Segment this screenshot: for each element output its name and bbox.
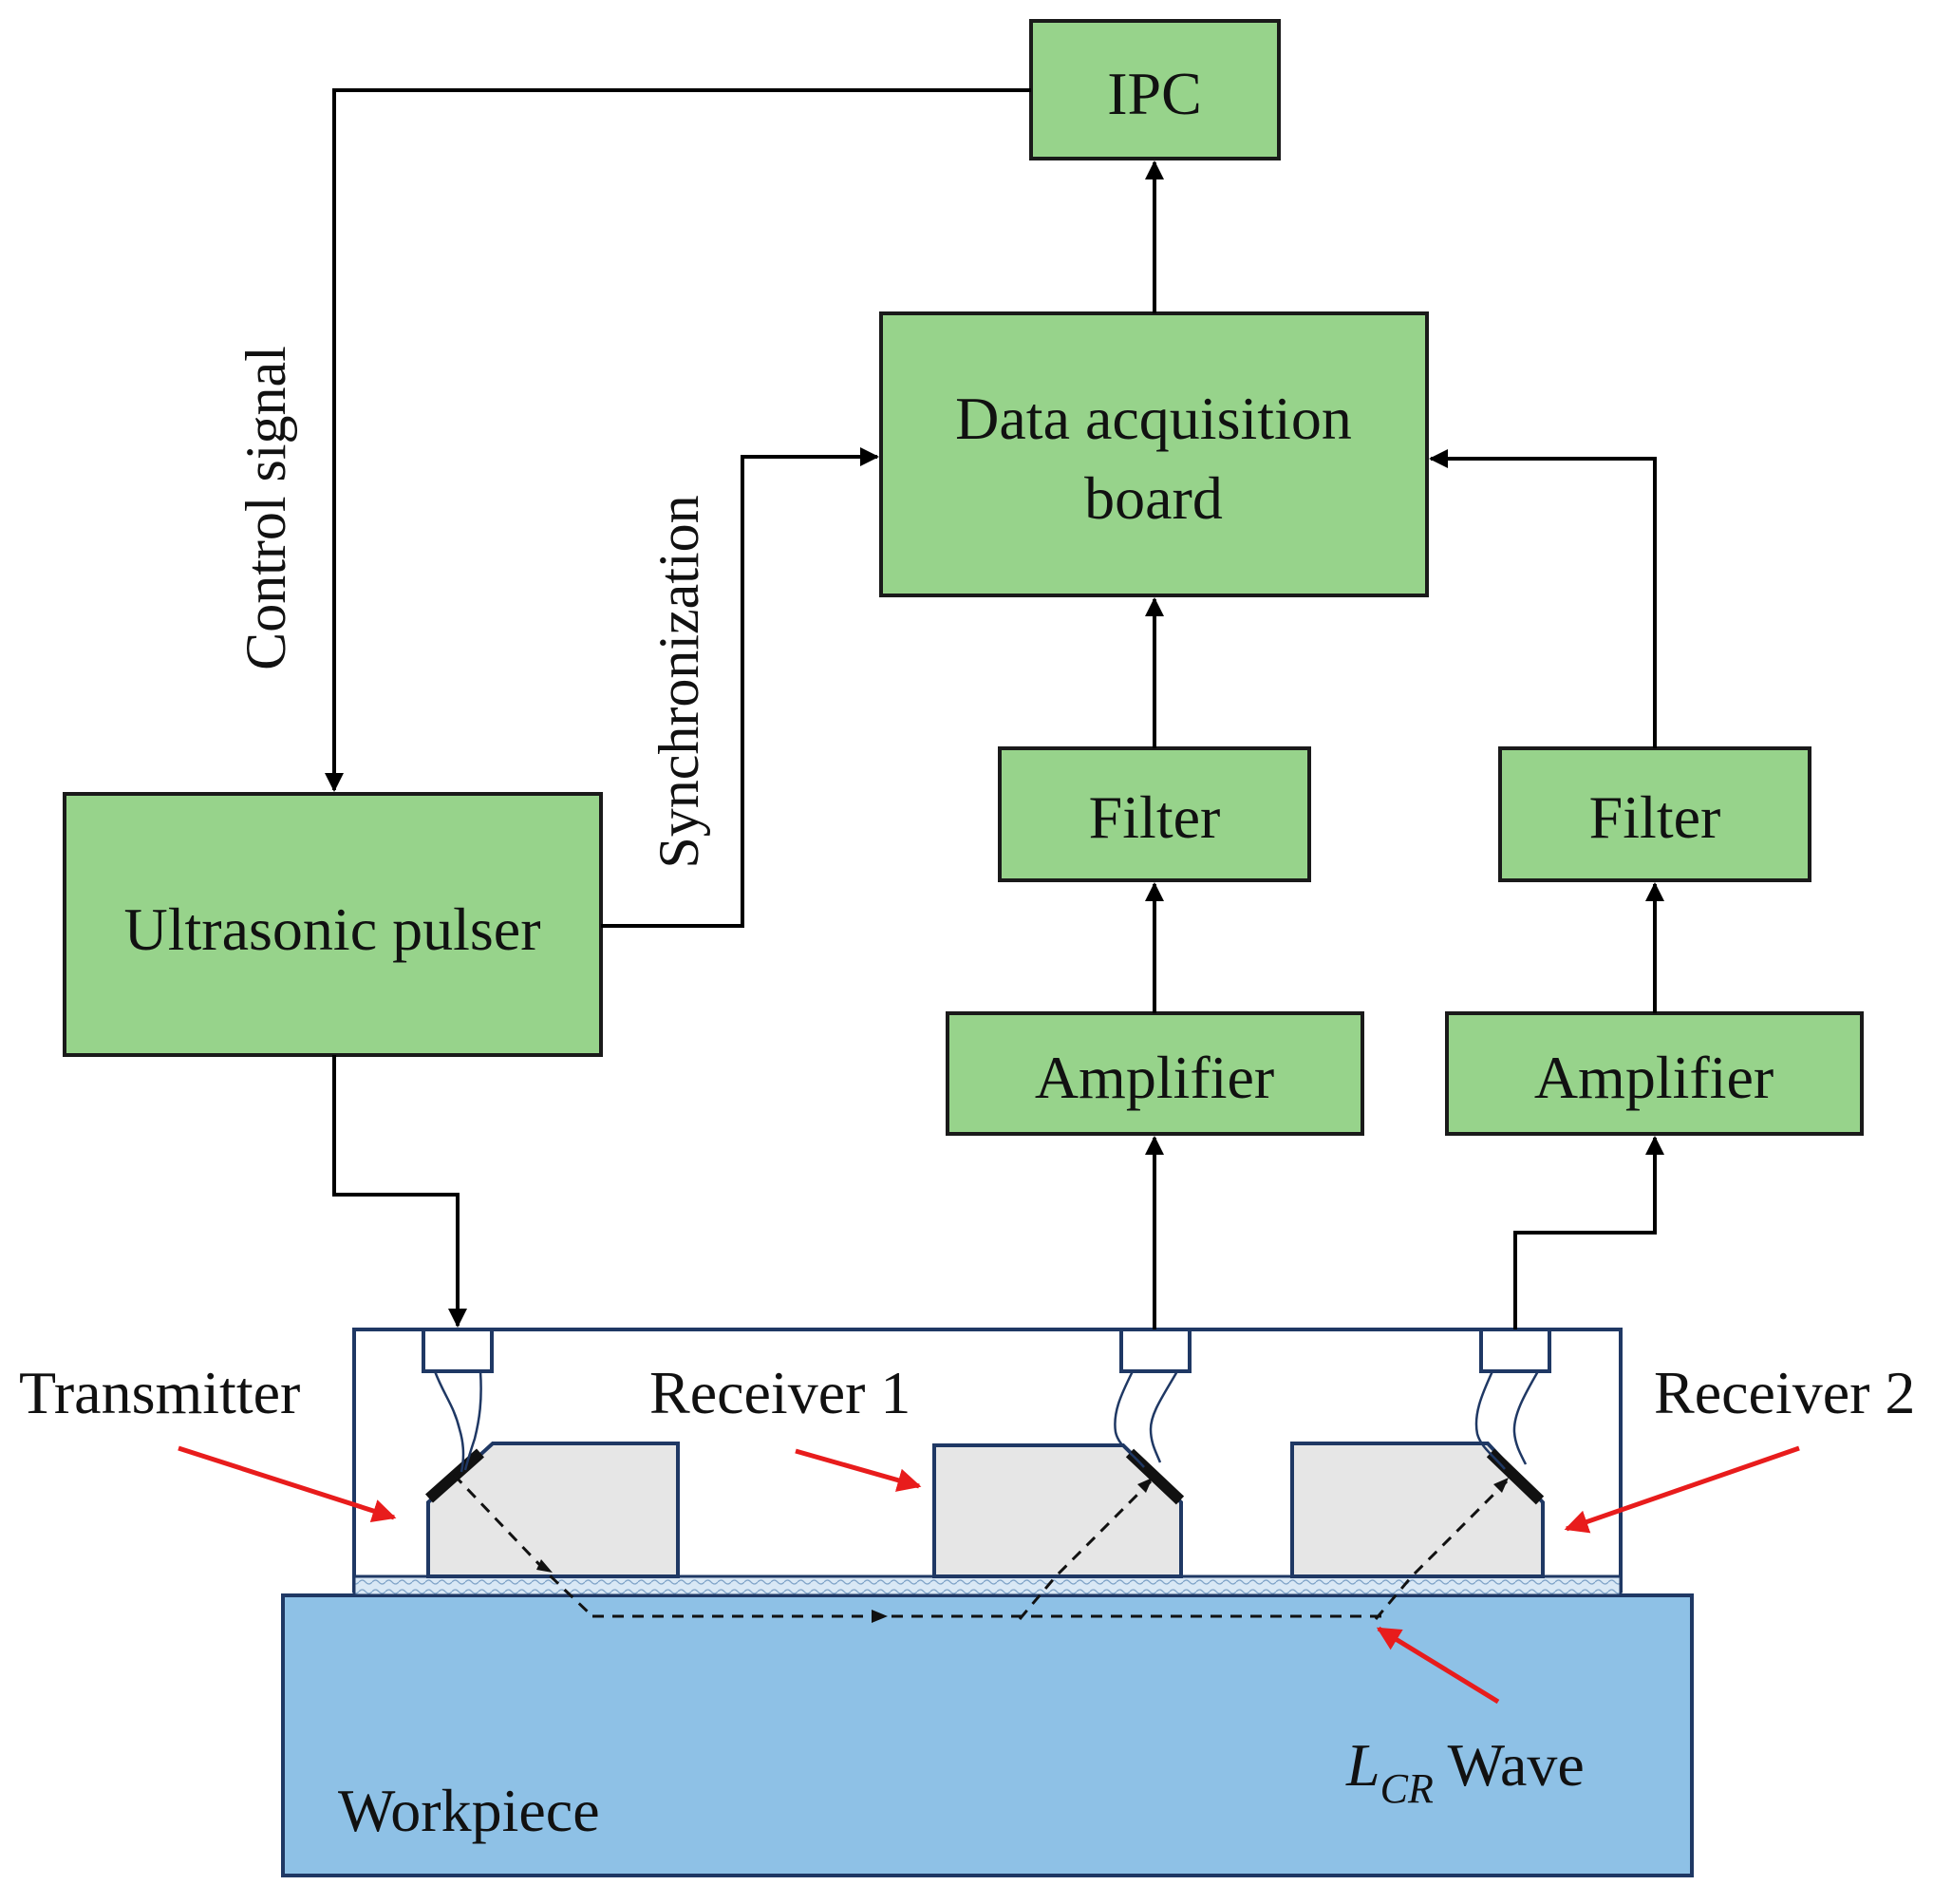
daq-label-line1: Data acquisition [955,385,1352,452]
receiver1-label: Receiver 1 [649,1359,910,1426]
workpiece-block [281,1593,1694,1877]
receiver2-to-amp2-line [1513,1136,1664,1329]
lcr-subscript: CR [1380,1765,1434,1812]
filter1-label: Filter [1089,783,1221,851]
wave-arrowheads [536,1478,1509,1623]
transmitter-wedge [426,1442,680,1578]
control-signal-line [325,88,1031,792]
daq-label-line2: board [1084,464,1223,532]
incident-ray [452,1473,594,1618]
pulser-label: Ultrasonic pulser [124,895,541,963]
transmitter-pointer-arrow [178,1445,397,1523]
amp1-label: Amplifier [1035,1044,1274,1111]
lcr-wave-label: LCR Wave [1345,1731,1585,1812]
pulser-to-transmitter-line [332,1055,467,1328]
receiver2-connector [1479,1328,1551,1373]
lcr-wave-suffix: Wave [1434,1731,1585,1799]
amp1-box [946,1011,1364,1136]
receiver1-pointer-arrow [795,1448,922,1492]
receiver1-ray [1018,1480,1153,1620]
receiver1-connector [1119,1328,1192,1373]
ipc-label: IPC [1107,60,1202,127]
amp2-label: Amplifier [1534,1044,1774,1111]
signal-connections [325,88,1664,1329]
amp2-box [1445,1011,1864,1136]
receiver2-ray [1374,1480,1509,1620]
daq-box [879,311,1429,597]
filter1-box [998,746,1311,882]
transmitter-label: Transmitter [19,1359,300,1426]
pulser-box [63,792,603,1057]
sync-label: Synchronization [648,495,710,868]
lcr-symbol: L [1345,1731,1380,1799]
receiver2-label: Receiver 2 [1654,1359,1915,1426]
ipc-box [1029,19,1281,160]
wave-path [452,1473,1509,1620]
receiver2-pointer-arrow [1564,1445,1800,1534]
transmitter-connector [422,1328,494,1373]
couplant-layer [352,1574,1623,1597]
wave-pointer-arrow [1376,1626,1500,1705]
filter2-box [1498,746,1811,882]
filter2-to-daq-line [1429,449,1657,748]
probe-cables [433,1370,1540,1473]
filter2-label: Filter [1589,783,1721,851]
workpiece-label: Workpiece [338,1777,600,1844]
sync-line [601,447,879,928]
control-signal-label: Control signal [235,346,297,670]
